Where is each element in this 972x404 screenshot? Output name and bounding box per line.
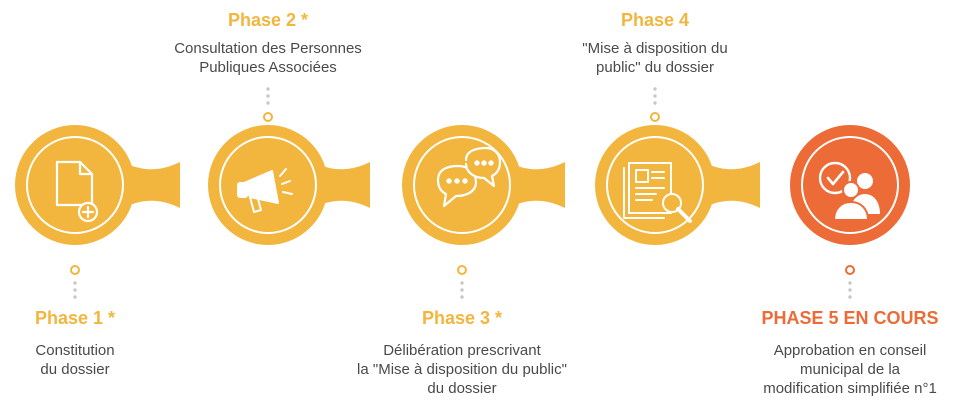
phase-3-desc-line-2: la "Mise à disposition du public" [357,361,567,378]
phase-3-desc: Délibération prescrivant la "Mise à disp… [322,341,602,398]
phase-5-desc-line-3: modification simplifiée n°1 [763,380,937,397]
megaphone-icon [237,168,293,213]
phase-5-title: PHASE 5 EN COURS [761,308,939,328]
phase-circle-1 [15,125,135,245]
phase-3-label: Phase 3 * Délibération prescrivant la "M… [322,308,602,398]
phase-3-desc-line-3: du dossier [427,380,497,397]
phase-5-desc-line-1: Approbation en conseil [773,342,927,359]
approval-group-icon [818,161,880,221]
chat-bubbles-icon [436,146,502,208]
connector-4-5 [700,160,760,210]
phase-4-title: Phase 4 [620,10,690,30]
phase-2-desc: Consultation des Personnes Publiques Ass… [138,39,398,77]
phase-2-desc-line-1: Consultation des Personnes [174,40,362,57]
dotted-leaders [73,87,852,299]
phase-3-desc-line-1: Délibération prescrivant [383,342,541,359]
phase-5-desc: Approbation en conseil municipal de la m… [732,341,968,398]
phase-circle-4 [595,125,715,245]
phase-3-title: Phase 3 * [421,308,503,328]
leader-rings [70,112,855,275]
phase-2-label: Phase 2 * Consultation des Personnes Pub… [138,10,398,77]
phase-4-desc-line-1: "Mise à disposition du [582,40,728,57]
document-plus-icon [55,160,99,223]
phase-1-title: Phase 1 * [34,308,116,328]
connector-1-2 [120,160,180,210]
phase-1-label: Phase 1 * Constitution du dossier [0,308,150,379]
phase-1-desc-line-1: Constitution [35,342,115,359]
phase-1-desc: Constitution du dossier [0,341,150,379]
phase-1-desc-line-2: du dossier [40,361,110,378]
phase-5-label: PHASE 5 EN COURS Approbation en conseil … [732,308,968,398]
phase-4-desc: "Mise à disposition du public" du dossie… [535,39,775,77]
phase-2-desc-line-2: Publiques Associées [199,59,337,76]
phase-circle-3 [402,125,522,245]
phase-2-title: Phase 2 * [227,10,309,30]
phase-5-desc-line-2: municipal de la [799,361,901,378]
document-search-icon [623,162,692,223]
phase-4-desc-line-2: public" du dossier [596,59,714,76]
phase-4-label: Phase 4 "Mise à disposition du public" d… [535,10,775,77]
